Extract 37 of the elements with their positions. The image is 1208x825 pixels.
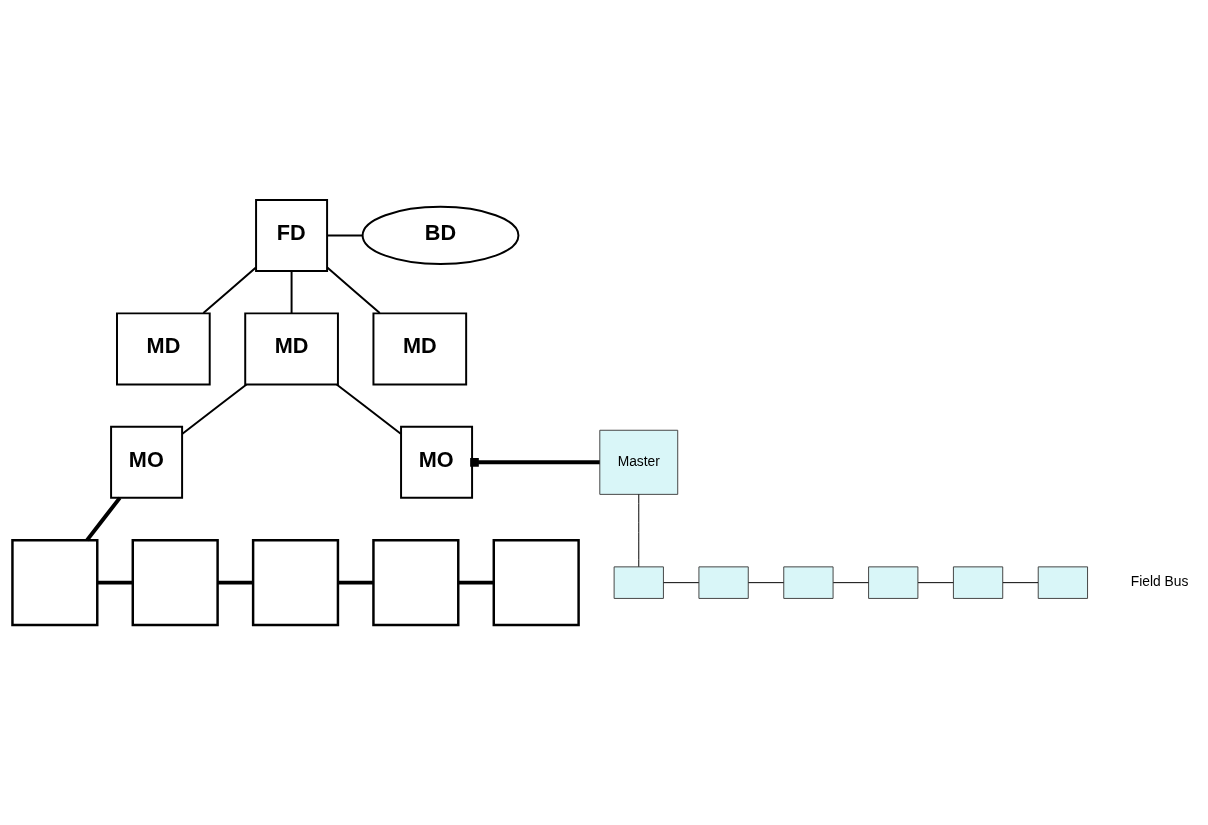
connector (202, 266, 257, 315)
node-box: MD (372, 312, 468, 386)
connector (917, 582, 954, 584)
node-box (952, 566, 1004, 599)
connector (290, 270, 293, 315)
node-box (11, 539, 99, 627)
node-box: FD (255, 198, 329, 272)
node-box (783, 566, 834, 599)
node-box (868, 566, 919, 599)
connector (663, 582, 700, 584)
node-box: MD (116, 312, 211, 386)
node-box (372, 539, 460, 627)
node-ellipse: BD (361, 205, 520, 266)
node-box (613, 566, 664, 599)
connector (747, 582, 785, 584)
connector (181, 383, 248, 435)
connector (458, 580, 494, 585)
connector (326, 234, 364, 237)
connector (338, 580, 374, 585)
label: Field Bus (1130, 574, 1189, 590)
node-box (492, 539, 580, 627)
node-box (251, 539, 340, 627)
connector (326, 266, 381, 315)
connector (335, 383, 402, 435)
connector (638, 493, 640, 568)
node-box (698, 566, 749, 599)
connector (832, 582, 869, 584)
node-box: MO (400, 425, 474, 499)
node-box (131, 539, 219, 627)
node-box: MO (110, 425, 184, 499)
connector (85, 496, 122, 542)
node-box (1037, 566, 1089, 599)
connector (217, 580, 254, 585)
node-box: MD (244, 312, 339, 386)
connector (1002, 582, 1039, 584)
connector (97, 580, 133, 585)
node-box: Master (599, 429, 679, 495)
